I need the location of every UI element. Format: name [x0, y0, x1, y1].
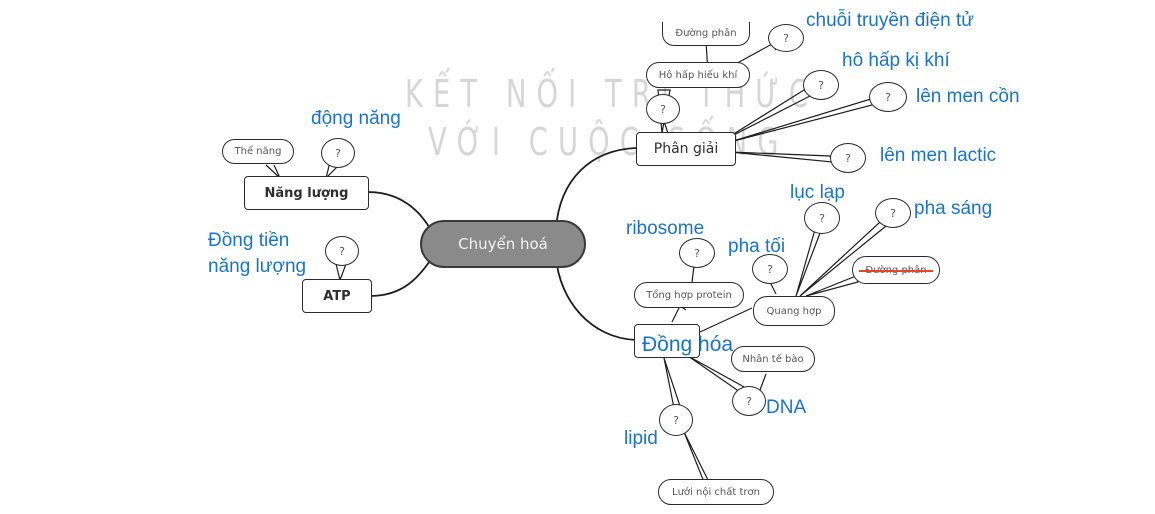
answer-lipid: lipid [624, 428, 658, 449]
answer-dna: DNA [766, 397, 807, 418]
question-bubble-ki-khi: ? [803, 70, 839, 100]
question-bubble-pha-toi: ? [752, 254, 788, 284]
question-bubble-atp: ? [325, 236, 359, 266]
bubble-ho-hap-hieu-khi: Hô hấp hiếu khí [646, 62, 750, 88]
answer-luc-lap: lục lạp [790, 182, 845, 203]
answer-chuoi-truyen-dien-tu: chuỗi truyền điện tử [806, 10, 974, 31]
question-bubble-chuoi-truyen: ? [768, 24, 804, 52]
question-bubble-pha-sang: ? [875, 198, 911, 228]
connector-center-nang-luong [367, 191, 433, 233]
node-nang-luong: Năng lượng [244, 176, 369, 210]
bubble-tong-hop-protein: Tổng hợp protein [634, 282, 744, 308]
connector-center-atp [369, 257, 433, 297]
bubble-the-nang: Thế năng [222, 139, 294, 164]
node-dong-hoa [634, 324, 700, 358]
question-bubble-dong-nang: ? [321, 138, 355, 168]
answer-ho-hap-ki-khi: hô hấp kị khí [842, 50, 950, 71]
bubble-nhan-te-bao: Nhân tế bào [731, 346, 815, 372]
connector-center-phan-giai [555, 147, 637, 229]
bubble-duong-phan: Đường phân [662, 22, 750, 46]
answer-pha-sang: pha sáng [914, 198, 993, 219]
struck-text-duong-phan: Đường phân [859, 264, 933, 276]
question-bubble-lipid: ? [659, 404, 693, 436]
answer-pha-toi: pha tối [728, 236, 786, 257]
question-bubble-men-lactic: ? [830, 143, 866, 173]
answer-dong-nang: động năng [311, 108, 401, 129]
center-node-chuyen-hoa: Chuyển hoá [420, 220, 586, 268]
bubble-duong-phan-struck: Đường phân [852, 256, 940, 284]
bubble-quang-hop: Quang hợp [753, 296, 835, 326]
question-bubble-men-con: ? [869, 82, 907, 112]
bubble-luoi-noi-chat-tron: Lưới nội chất trơn [658, 479, 774, 505]
answer-dong-hoa-label: Đồng hóa [642, 333, 734, 356]
connector-center-dong-hoa [555, 257, 637, 341]
node-phan-giai: Phân giải [636, 132, 736, 166]
answer-dong-tien-line-1: Đồng tiền [208, 230, 290, 251]
question-bubble-dna: ? [732, 386, 766, 416]
answer-len-men-con: lên men cồn [916, 86, 1020, 107]
answer-dong-tien-line-2: năng lượng [208, 256, 307, 277]
node-atp: ATP [302, 279, 372, 313]
question-bubble-hieu-khi-sub: ? [646, 94, 680, 124]
answer-ribosome: ribosome [626, 218, 705, 239]
question-bubble-ribosome: ? [679, 238, 715, 268]
answer-len-men-lactic: lên men lactic [880, 145, 997, 166]
question-bubble-luc-lap: ? [804, 202, 840, 234]
